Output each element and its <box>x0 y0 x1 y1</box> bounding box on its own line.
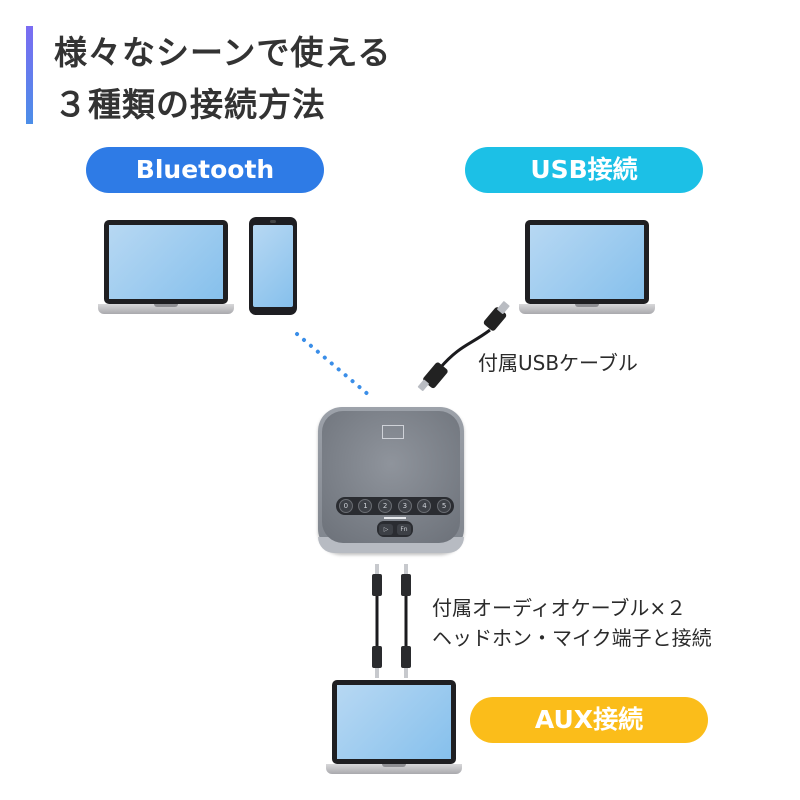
usb-pill: USB接続 <box>465 147 703 193</box>
speaker-button: 5 <box>437 499 452 513</box>
speaker-button: 4 <box>417 499 432 513</box>
brand-logo-icon <box>382 425 404 439</box>
laptop-icon <box>519 220 655 316</box>
aux-cable-label: 付属オーディオケーブル×２ <box>432 596 687 620</box>
title-accent-bar <box>26 26 33 124</box>
speaker-button: 2 <box>378 499 393 513</box>
speaker-control-button: ▷ <box>379 523 393 535</box>
bluetooth-pill: Bluetooth <box>86 147 324 193</box>
speaker-button-row: 0 1 2 3 4 5 <box>336 497 454 515</box>
laptop-icon <box>98 220 234 316</box>
aux-pill: AUX接続 <box>470 697 708 743</box>
speaker-control-button: Fn <box>397 523 411 535</box>
status-led <box>384 517 406 519</box>
bluetooth-dotted-line <box>295 332 372 398</box>
smartphone-icon <box>249 217 297 315</box>
page-title-line2: ３種類の接続方法 <box>54 85 326 124</box>
speakerphone-device: 0 1 2 3 4 5 ▷ Fn <box>318 407 464 553</box>
aux-cable-icon <box>372 564 411 678</box>
speaker-button: 0 <box>338 499 353 513</box>
aux-connection-label: ヘッドホン・マイク端子と接続 <box>432 626 712 650</box>
usb-cable-label: 付属USBケーブル <box>478 351 638 375</box>
page-title-line1: 様々なシーンで使える <box>54 33 392 72</box>
speaker-button: 1 <box>358 499 373 513</box>
laptop-icon <box>326 680 462 776</box>
speaker-button: 3 <box>397 499 412 513</box>
usb-cable-icon <box>417 301 510 391</box>
speaker-control-pair: ▷ Fn <box>377 521 413 537</box>
